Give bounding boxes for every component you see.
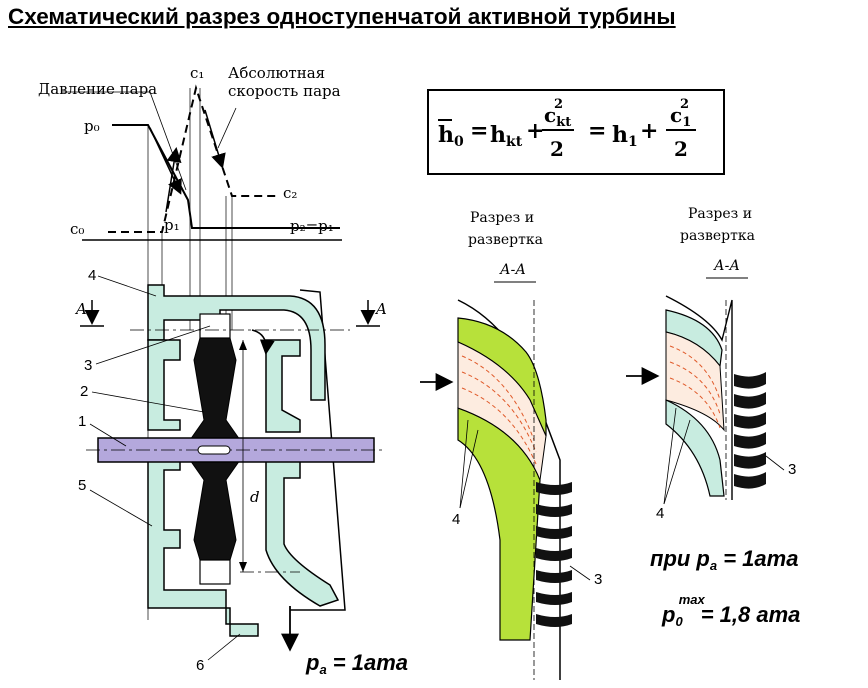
formula-h0: h0 xyxy=(438,122,464,150)
p0-label: p₀ xyxy=(84,117,100,135)
diameter-label: d xyxy=(250,488,260,506)
section2-part3: 3 xyxy=(788,461,796,478)
section2-part4: 4 xyxy=(656,505,664,522)
part-5-label: 5 xyxy=(78,477,86,494)
section1-label-sect: А-А xyxy=(499,262,526,278)
formula-c1: c1 xyxy=(670,103,691,130)
velocity-label-1: Абсолютная xyxy=(228,64,325,82)
p2-eq-p1-label: p₂=p₁ xyxy=(290,217,334,235)
velocity-label-2: скорость пара xyxy=(228,82,341,100)
section1-label-2: развертка xyxy=(468,232,543,248)
formula-box: h0 = hkt + ckt 2 2 = h1 + c1 2 2 xyxy=(427,89,725,175)
condition-pa: при pa = 1ата xyxy=(650,546,798,573)
upper-casing xyxy=(147,284,326,401)
section2-label-2: развертка xyxy=(680,228,755,244)
formula-c1-sup: 2 xyxy=(680,97,689,112)
page-title: Схематический разрез одноступенчатой акт… xyxy=(8,4,676,29)
part-1-label: 1 xyxy=(78,413,86,430)
section-a-left: A xyxy=(74,300,87,318)
section-1: Разрез и развертка А-А 4 3 xyxy=(420,210,602,680)
formula-hkt: hkt xyxy=(490,122,523,150)
part-4-label: 4 xyxy=(88,267,96,284)
formula-ckt: ckt xyxy=(544,103,571,130)
c1-label: c₁ xyxy=(190,64,204,82)
condition-p0-max: p0max= 1,8 ата xyxy=(661,592,800,629)
exhaust-pressure-label: pa = 1ата xyxy=(305,650,408,677)
formula-two1: 2 xyxy=(550,137,564,161)
formula-two2: 2 xyxy=(674,137,688,161)
formula-ckt-sup: 2 xyxy=(554,97,563,112)
pressure-velocity-graph: Давление пара Абсолютная скорость пара p… xyxy=(38,64,342,620)
section-a-right: A xyxy=(374,300,387,318)
c2-label: c₂ xyxy=(283,184,297,202)
formula-eq2: = xyxy=(588,118,606,144)
section1-part4: 4 xyxy=(452,511,460,528)
part-6-label: 6 xyxy=(196,657,204,674)
c0-label: c₀ xyxy=(70,220,84,238)
section1-part3: 3 xyxy=(594,571,602,588)
lower-casing xyxy=(147,457,259,637)
section2-label-1: Разрез и xyxy=(688,206,752,222)
p1-label: p₁ xyxy=(164,216,180,234)
formula-eq1: = xyxy=(470,118,488,144)
formula-plus2: + xyxy=(640,118,658,144)
part-2-label: 2 xyxy=(80,383,88,400)
section2-nozzle-lower xyxy=(665,399,725,497)
part-3-label: 3 xyxy=(84,357,92,374)
section-2: Разрез и развертка А-А 4 3 xyxy=(626,206,796,522)
section2-label-sect: А-А xyxy=(713,258,740,274)
pressure-label: Давление пара xyxy=(38,80,157,98)
conditions: при pa = 1ата p0max= 1,8 ата xyxy=(650,546,800,629)
turbine-cross-section: A A d 4 3 2 1 5 6 pa = 1ата xyxy=(74,267,408,677)
formula-h1: h1 xyxy=(612,122,638,150)
formula-plus1: + xyxy=(526,118,544,144)
section1-label-1: Разрез и xyxy=(470,210,534,226)
